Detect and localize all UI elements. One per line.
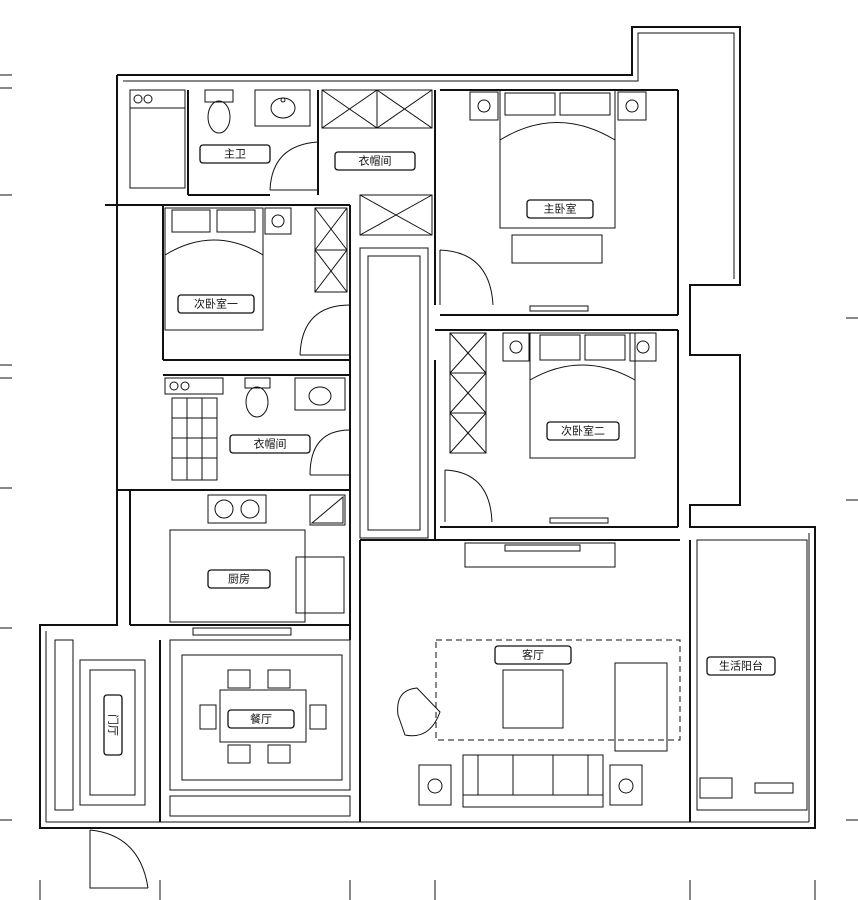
room-label-second-bedroom-2-text: 次卧室二 — [561, 424, 605, 438]
room-label-closet-top-text: 衣帽间 — [359, 154, 392, 168]
room-label-master-bath-text: 主卫 — [224, 148, 246, 161]
second-bed-1 — [164, 207, 292, 331]
room-label-balcony: 生活阳台 — [706, 656, 776, 676]
room-label-closet-mid-text: 衣帽间 — [254, 437, 287, 451]
room-label-closet-mid: 衣帽间 — [229, 434, 311, 454]
corridor-cabinet — [359, 247, 429, 539]
dimension-ticks — [0, 74, 858, 900]
closet-top — [314, 89, 433, 293]
doors — [89, 141, 494, 889]
room-label-living-room-text: 客厅 — [522, 648, 544, 662]
room-label-second-bedroom-1: 次卧室一 — [177, 294, 255, 314]
room-label-kitchen-text: 厨房 — [228, 573, 250, 586]
master-bath-fixtures — [129, 89, 311, 189]
master-bed — [469, 89, 647, 312]
balcony-fixtures — [696, 539, 808, 811]
room-label-dining: 餐厅 — [227, 709, 295, 729]
room-label-foyer-text: 门厅 — [107, 714, 121, 736]
middle-bath-fixtures — [164, 377, 346, 481]
interior-walls — [105, 89, 691, 822]
second-bed-2 — [449, 332, 657, 524]
kitchen-fixtures — [169, 494, 346, 636]
room-label-balcony-text: 生活阳台 — [719, 659, 763, 673]
living-room-fixtures — [397, 542, 681, 808]
foyer-fixtures — [54, 639, 146, 811]
room-label-kitchen: 厨房 — [207, 569, 271, 589]
dining-fixtures — [169, 639, 351, 817]
room-label-living-room: 客厅 — [494, 645, 572, 665]
room-label-master-bedroom: 主卧室 — [526, 199, 594, 219]
room-label-closet-top: 衣帽间 — [334, 151, 416, 171]
room-label-foyer: 门厅 — [103, 694, 123, 756]
room-label-master-bedroom-text: 主卧室 — [544, 202, 577, 216]
exterior-walls — [39, 26, 816, 829]
room-label-second-bedroom-2: 次卧室二 — [546, 421, 620, 441]
room-label-second-bedroom-1-text: 次卧室一 — [194, 297, 238, 311]
room-label-master-bath: 主卫 — [199, 144, 271, 164]
room-label-dining-text: 餐厅 — [250, 712, 272, 726]
